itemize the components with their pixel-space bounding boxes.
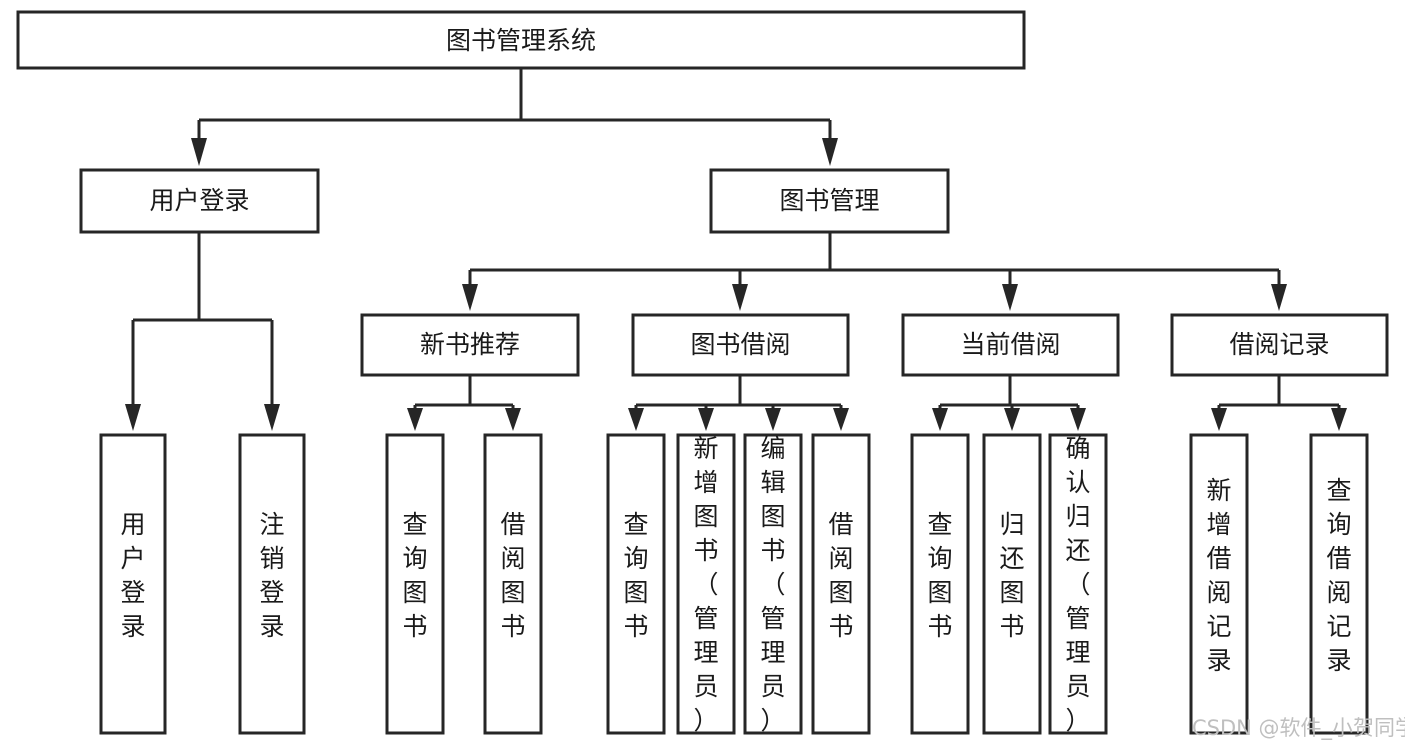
- node-book-borrow-box[interactable]: [631, 313, 850, 377]
- node-new-book-rec[interactable]: 新书推荐: [360, 313, 580, 377]
- leaf-bb-query-book-box[interactable]: [606, 433, 666, 735]
- arrowhead-rec-query-book: [407, 408, 423, 431]
- leaf-cb-confirm-return[interactable]: 确认归还（管理员）: [1048, 433, 1108, 735]
- arrowhead-bb-edit-book: [765, 408, 781, 431]
- node-root[interactable]: 图书管理系统: [16, 10, 1026, 70]
- leaf-br-query-record-label: 查询借阅记录: [1326, 476, 1351, 675]
- arrowhead-current-borrow: [1002, 284, 1018, 311]
- arrowhead-book-manage: [822, 138, 838, 166]
- leaf-bb-query-book-label: 查询图书: [623, 510, 648, 641]
- node-borrow-record[interactable]: 借阅记录: [1170, 313, 1389, 377]
- leaf-bb-query-book[interactable]: 查询图书: [606, 433, 666, 735]
- node-book-manage-box[interactable]: [709, 168, 950, 234]
- node-current-borrow-box[interactable]: [901, 313, 1120, 377]
- leaf-rec-borrow-book[interactable]: 借阅图书: [483, 433, 543, 735]
- arrowhead-br-query-record: [1331, 408, 1347, 431]
- arrowhead-bb-borrow-book: [833, 408, 849, 431]
- arrowhead-book-borrow: [732, 284, 748, 311]
- leaf-br-query-record-box[interactable]: [1309, 433, 1369, 735]
- node-user-login-box[interactable]: [79, 168, 320, 234]
- arrowhead-br-add-record: [1211, 408, 1227, 431]
- leaf-rec-query-book-box[interactable]: [385, 433, 445, 735]
- leaf-cb-confirm-return-label: 确认归还（管理员）: [1065, 434, 1090, 735]
- leaf-user-logout-box[interactable]: [238, 433, 306, 735]
- leaf-rec-borrow-book-box[interactable]: [483, 433, 543, 735]
- node-root-box[interactable]: [16, 10, 1026, 70]
- leaf-cb-confirm-return-box[interactable]: [1048, 433, 1108, 735]
- arrowhead-cb-confirm-return: [1070, 408, 1086, 431]
- connector-layer: [125, 68, 1347, 431]
- leaf-cb-query-book[interactable]: 查询图书: [910, 433, 970, 735]
- leaf-user-login-label: 用户登录: [120, 510, 145, 641]
- arrowhead-cb-return-book: [1004, 408, 1020, 431]
- leaf-cb-query-book-box[interactable]: [910, 433, 970, 735]
- leaf-br-add-record-label: 新增借阅记录: [1206, 476, 1231, 675]
- arrowhead-bb-query-book: [628, 408, 644, 431]
- node-new-book-rec-box[interactable]: [360, 313, 580, 377]
- node-current-borrow[interactable]: 当前借阅: [901, 313, 1120, 377]
- node-current-borrow-label: 当前借阅: [960, 330, 1060, 359]
- node-book-manage-label: 图书管理: [779, 186, 879, 215]
- leaf-br-query-record[interactable]: 查询借阅记录: [1309, 433, 1369, 735]
- leaf-cb-query-book-label: 查询图书: [927, 510, 952, 641]
- leaf-cb-return-book[interactable]: 归还图书: [982, 433, 1042, 735]
- arrowhead-leaf-user-logout: [264, 404, 280, 431]
- csdn-watermark: CSDN @软件_小贺同学: [1192, 716, 1405, 741]
- arrowhead-leaf-user-login: [125, 404, 141, 431]
- leaf-cb-return-book-box[interactable]: [982, 433, 1042, 735]
- leaf-user-logout[interactable]: 注销登录: [238, 433, 306, 735]
- leaf-br-add-record-box[interactable]: [1189, 433, 1249, 735]
- node-root-label: 图书管理系统: [446, 26, 596, 55]
- arrowhead-rec-borrow-book: [505, 408, 521, 431]
- leaf-bb-add-book-box[interactable]: [676, 433, 736, 735]
- leaf-rec-query-book-label: 查询图书: [402, 510, 427, 641]
- node-book-manage[interactable]: 图书管理: [709, 168, 950, 234]
- leaf-bb-borrow-book-box[interactable]: [811, 433, 871, 735]
- leaf-bb-add-book[interactable]: 新增图书（管理员）: [676, 433, 736, 735]
- node-user-login-label: 用户登录: [149, 186, 249, 215]
- leaf-rec-query-book[interactable]: 查询图书: [385, 433, 445, 735]
- leaf-bb-edit-book[interactable]: 编辑图书（管理员）: [743, 433, 803, 735]
- node-book-borrow-label: 图书借阅: [690, 330, 790, 359]
- node-user-login[interactable]: 用户登录: [79, 168, 320, 234]
- leaf-user-login-box[interactable]: [99, 433, 167, 735]
- leaf-br-add-record[interactable]: 新增借阅记录: [1189, 433, 1249, 735]
- arrowhead-new-book-rec: [462, 284, 478, 311]
- arrowhead-borrow-record: [1271, 284, 1287, 311]
- arrowhead-user-login: [191, 138, 207, 166]
- arrowhead-bb-add-book: [698, 408, 714, 431]
- leaf-bb-borrow-book-label: 借阅图书: [828, 510, 853, 641]
- leaf-rec-borrow-book-label: 借阅图书: [500, 510, 525, 641]
- leaf-user-login[interactable]: 用户登录: [99, 433, 167, 735]
- leaf-bb-edit-book-label: 编辑图书（管理员）: [760, 434, 785, 735]
- node-new-book-rec-label: 新书推荐: [420, 330, 520, 359]
- leaf-bb-edit-book-box[interactable]: [743, 433, 803, 735]
- arrowhead-cb-query-book: [932, 408, 948, 431]
- node-borrow-record-label: 借阅记录: [1229, 330, 1329, 359]
- leaf-user-logout-label: 注销登录: [259, 510, 284, 641]
- leaf-node-layer: 用户登录 注销登录 查询图书 借阅图书 查询图书 新增图书（管理员） 编辑图书（管理员） 借阅…: [99, 433, 1369, 735]
- leaf-cb-return-book-label: 归还图书: [999, 510, 1024, 641]
- node-borrow-record-box[interactable]: [1170, 313, 1389, 377]
- leaf-bb-add-book-label: 新增图书（管理员）: [693, 434, 718, 735]
- node-book-borrow[interactable]: 图书借阅: [631, 313, 850, 377]
- leaf-bb-borrow-book[interactable]: 借阅图书: [811, 433, 871, 735]
